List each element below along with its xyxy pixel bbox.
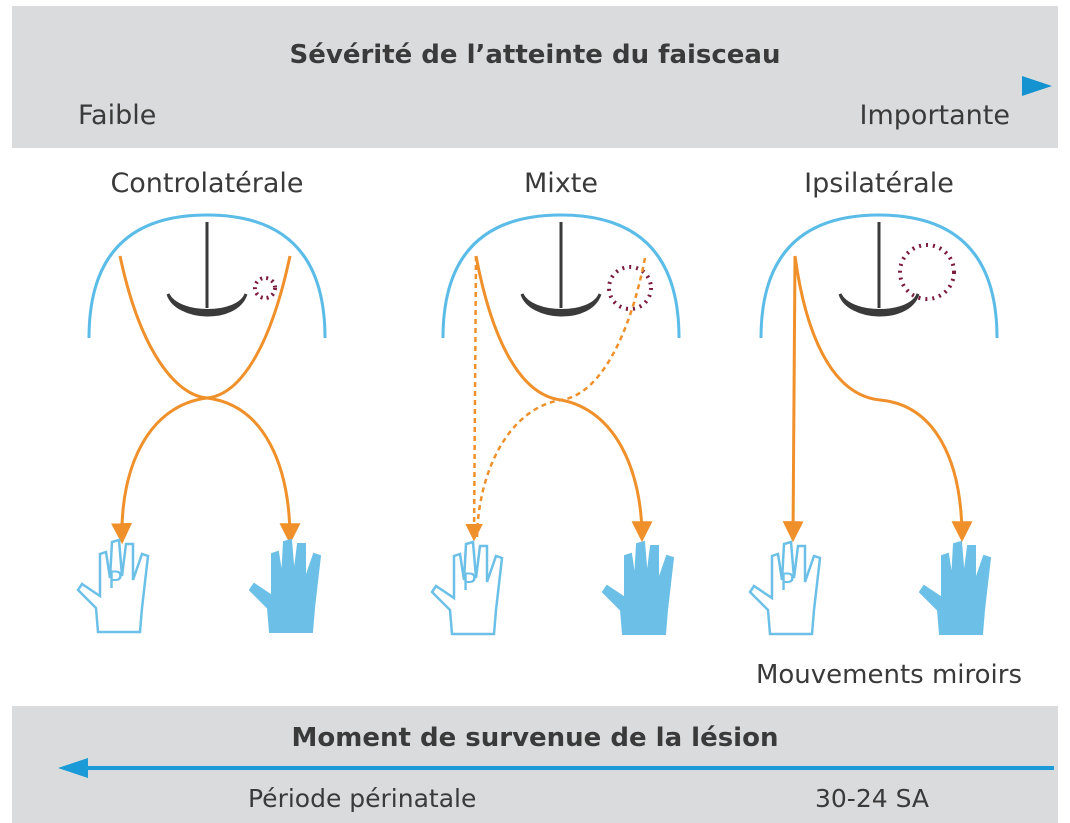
fiber-left-upper bbox=[118, 255, 208, 400]
healthy-hand-icon bbox=[919, 541, 991, 635]
fiber-to-paretic-hand bbox=[111, 396, 208, 545]
panel-contralateral bbox=[76, 213, 327, 634]
skull-outline bbox=[759, 213, 999, 339]
fiber-to-healthy-hand bbox=[793, 255, 973, 543]
skull-outline bbox=[87, 213, 327, 339]
lesion-circle bbox=[253, 276, 277, 300]
paretic-hand-letter: P bbox=[108, 566, 123, 594]
fiber-to-paretic-hand bbox=[782, 255, 804, 543]
panel-label-ipsilateral: Ipsilatérale bbox=[804, 168, 954, 199]
severity-title: Sévérité de l’atteinte du faisceau bbox=[289, 40, 781, 70]
fiber-ipsilateral-dashed bbox=[465, 255, 483, 542]
corpus-callosum bbox=[166, 293, 248, 317]
paretic-hand-letter: P bbox=[780, 568, 795, 596]
healthy-hand-icon bbox=[602, 541, 674, 635]
mirror-movements-label: Mouvements miroirs bbox=[755, 660, 1022, 690]
paretic-hand-letter: P bbox=[462, 568, 477, 596]
corpus-callosum bbox=[838, 293, 920, 317]
skull-outline bbox=[441, 213, 681, 339]
fiber-to-healthy-hand bbox=[206, 396, 301, 545]
timing-left-label: Période périnatale bbox=[248, 784, 477, 813]
fiber-to-healthy-hand bbox=[560, 398, 653, 543]
timing-arrowhead bbox=[58, 758, 88, 778]
lesion-circle bbox=[607, 265, 653, 311]
lesion-circle bbox=[898, 243, 956, 301]
timing-title: Moment de survenue de la lésion bbox=[291, 723, 779, 753]
healthy-hand-icon bbox=[249, 539, 321, 633]
panel-ipsilateral bbox=[748, 213, 999, 636]
severity-arrowhead bbox=[1022, 76, 1052, 96]
severity-low-label: Faible bbox=[78, 100, 157, 131]
timing-right-label: 30-24 SA bbox=[815, 784, 930, 813]
panel-label-contralateral: Controlatérale bbox=[110, 168, 304, 199]
timing-band bbox=[12, 706, 1058, 823]
fiber-right-upper bbox=[206, 255, 292, 400]
severity-high-label: Importante bbox=[859, 100, 1010, 131]
panel-mixed bbox=[430, 213, 681, 636]
panel-label-mixed: Mixte bbox=[524, 168, 598, 199]
fiber-left-upper bbox=[474, 255, 562, 402]
severity-band bbox=[12, 6, 1058, 148]
corpus-callosum bbox=[520, 293, 602, 317]
